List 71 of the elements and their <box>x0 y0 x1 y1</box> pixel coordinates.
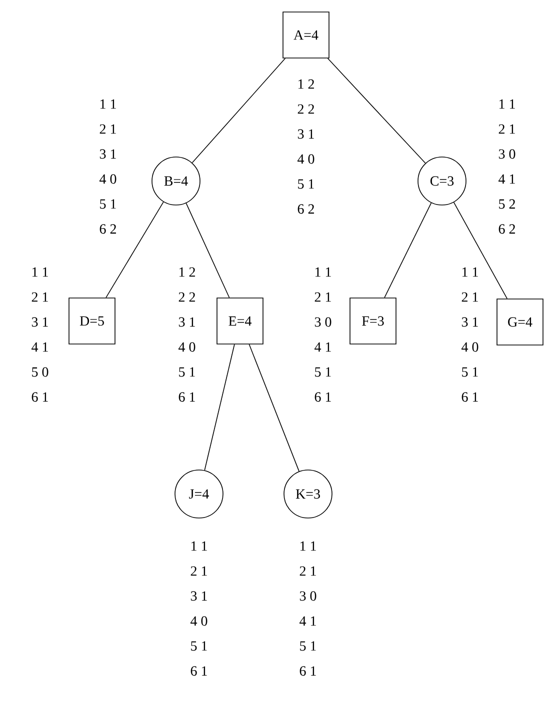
table-row: 4 0 <box>100 174 116 184</box>
table-row: 3 1 <box>100 149 116 159</box>
circle-node: B=4 <box>152 156 200 206</box>
box-node: F=3 <box>350 298 396 344</box>
table-row: 5 1 <box>298 179 314 189</box>
table-row: 1 2 <box>298 79 314 89</box>
table-row: 3 0 <box>314 317 332 327</box>
table-row: 3 1 <box>462 317 478 327</box>
circle-node: J=4 <box>174 470 224 518</box>
circle-node: C=3 <box>418 156 466 206</box>
table-row: 2 2 <box>298 104 314 114</box>
table-row: 1 1 <box>191 541 207 551</box>
table-row: 1 1 <box>32 267 48 277</box>
connector-line <box>106 202 164 298</box>
table-row: 3 0 <box>300 591 316 601</box>
table-row: 6 1 <box>32 392 48 402</box>
table-row: 5 1 <box>462 367 478 377</box>
table-row: 4 1 <box>498 174 515 184</box>
table-row: 2 1 <box>300 566 316 576</box>
connector-line <box>192 58 286 164</box>
table-row: 6 1 <box>178 392 195 402</box>
table-row: 5 1 <box>179 367 195 377</box>
table-row: 6 1 <box>314 392 331 402</box>
table-row: 1 1 <box>462 267 478 277</box>
table-row: 1 1 <box>499 99 515 109</box>
circle-node: K=3 <box>284 470 332 518</box>
table-row: 5 2 <box>499 199 515 209</box>
table-row: 6 1 <box>462 392 478 402</box>
table-row: 1 1 <box>315 267 331 277</box>
table-row: 4 0 <box>190 616 208 626</box>
table-row: 2 1 <box>314 292 331 302</box>
connector-line <box>186 202 230 298</box>
connector-line <box>204 344 235 471</box>
table-row: 5 1 <box>315 367 331 377</box>
table-row: 3 1 <box>298 129 314 139</box>
table-row: 4 1 <box>32 342 48 352</box>
table-row: 2 1 <box>190 566 207 576</box>
table-row: 4 0 <box>178 342 196 352</box>
table-row: 5 1 <box>300 641 316 651</box>
table-row: 4 0 <box>298 154 314 164</box>
box-node: E=4 <box>216 298 264 344</box>
table-row: 2 1 <box>32 292 48 302</box>
table-row: 5 1 <box>100 199 116 209</box>
table-row: 6 1 <box>190 666 207 676</box>
box-node: D=5 <box>68 298 116 344</box>
table-row: 4 1 <box>300 616 316 626</box>
table-row: 1 1 <box>100 99 116 109</box>
table-row: 6 2 <box>298 204 314 214</box>
connector-line <box>327 58 426 164</box>
table-row: 4 0 <box>462 342 478 352</box>
connector-line <box>453 202 508 299</box>
table-row: 6 2 <box>100 224 116 234</box>
table-row: 2 2 <box>178 292 195 302</box>
table-row: 3 1 <box>190 591 207 601</box>
box-node: G=4 <box>496 298 544 346</box>
table-row: 3 0 <box>498 149 516 159</box>
table-row: 5 1 <box>191 641 207 651</box>
table-row: 1 1 <box>300 541 316 551</box>
table-row: 5 0 <box>32 367 48 377</box>
connector-line <box>248 344 300 472</box>
box-node: A=4 <box>282 12 330 58</box>
table-row: 3 1 <box>32 317 48 327</box>
table-row: 6 2 <box>498 224 515 234</box>
table-row: 2 1 <box>100 124 116 134</box>
connector-line <box>384 202 432 298</box>
table-row: 2 1 <box>498 124 515 134</box>
table-row: 6 1 <box>300 666 316 676</box>
table-row: 3 1 <box>178 317 195 327</box>
table-row: 4 1 <box>314 342 331 352</box>
table-row: 1 2 <box>179 267 195 277</box>
table-row: 2 1 <box>462 292 478 302</box>
